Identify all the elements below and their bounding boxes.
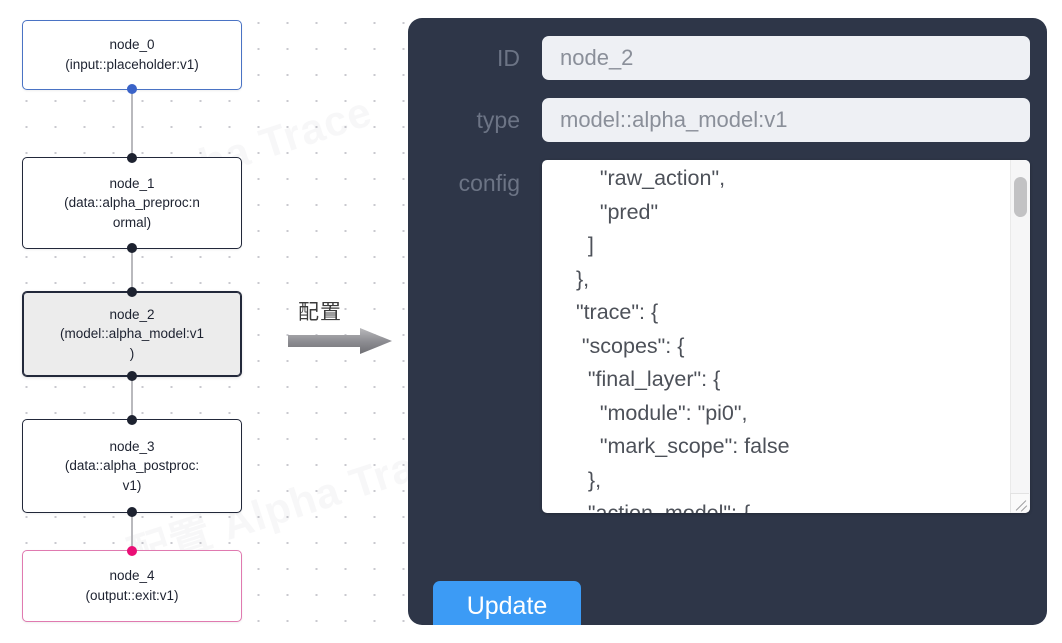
type-label: type bbox=[476, 106, 520, 133]
edge-node0-node1 bbox=[131, 90, 133, 157]
config-label: config bbox=[458, 170, 520, 196]
node-subtitle: (output::exit:v1) bbox=[85, 588, 179, 603]
id-input[interactable] bbox=[542, 36, 1030, 80]
graph-node-node_1[interactable]: node_1 (data::alpha_preproc:n ormal) bbox=[22, 153, 242, 253]
config-scrollbar[interactable] bbox=[1010, 160, 1030, 513]
flow-annotation: 配置 bbox=[288, 296, 398, 358]
node-subtitle: (data::alpha_postproc: bbox=[64, 458, 200, 474]
graph-node-node_0[interactable]: node_0 (input::placeholder:v1) bbox=[22, 20, 242, 94]
graph-node-node_4[interactable]: node_4 (output::exit:v1) bbox=[22, 546, 242, 622]
edge-node3-node4 bbox=[131, 513, 133, 550]
graph-node-node_2[interactable]: node_2 (model::alpha_model:v1 ) bbox=[22, 287, 242, 381]
type-input[interactable] bbox=[542, 98, 1030, 142]
edge-node2-node3 bbox=[131, 377, 133, 419]
id-label: ID bbox=[497, 44, 520, 71]
field-row-id: ID bbox=[425, 36, 1030, 80]
flow-annotation-label: 配置 bbox=[298, 300, 342, 324]
node-handle-target[interactable] bbox=[127, 415, 137, 425]
node-subtitle: (input::placeholder:v1) bbox=[65, 57, 199, 72]
node-handle-source[interactable] bbox=[127, 243, 137, 253]
resize-handle-icon[interactable] bbox=[1010, 493, 1029, 512]
field-row-type: type bbox=[425, 98, 1030, 142]
arrow-right-icon bbox=[288, 328, 392, 354]
node-handle-target[interactable] bbox=[127, 153, 137, 163]
node-title: node_1 bbox=[109, 175, 155, 191]
config-scrollbar-thumb[interactable] bbox=[1014, 177, 1027, 217]
node-title: node_2 bbox=[109, 306, 155, 322]
node-title: node_0 bbox=[109, 37, 155, 53]
node-handle-target[interactable] bbox=[127, 546, 137, 556]
graph-node-node_3[interactable]: node_3 (data::alpha_postproc: v1) bbox=[22, 415, 242, 517]
node-handle-source[interactable] bbox=[127, 371, 137, 381]
node-subtitle-cont: ) bbox=[129, 345, 135, 361]
field-row-config: config "raw_action", "pred" ] }, "trace"… bbox=[425, 160, 1030, 513]
node-subtitle: (model::alpha_model:v1 bbox=[59, 326, 205, 342]
node-handle-target[interactable] bbox=[127, 287, 137, 297]
node-subtitle-cont: v1) bbox=[122, 477, 142, 493]
update-button[interactable]: Update bbox=[433, 581, 581, 625]
edge-node1-node2 bbox=[131, 249, 133, 291]
config-textarea[interactable]: "raw_action", "pred" ] }, "trace": { "sc… bbox=[542, 160, 1030, 513]
node-handle-source[interactable] bbox=[127, 507, 137, 517]
config-editor[interactable]: "raw_action", "pred" ] }, "trace": { "sc… bbox=[542, 160, 1030, 513]
node-subtitle: (data::alpha_preproc:n bbox=[64, 195, 200, 211]
node-inspector-panel: ID type config "raw_action", "pred" ] },… bbox=[408, 18, 1047, 625]
node-subtitle-cont: ormal) bbox=[112, 214, 152, 230]
node-handle-source[interactable] bbox=[127, 84, 137, 94]
node-title: node_4 bbox=[109, 568, 155, 584]
node-title: node_3 bbox=[109, 438, 155, 454]
